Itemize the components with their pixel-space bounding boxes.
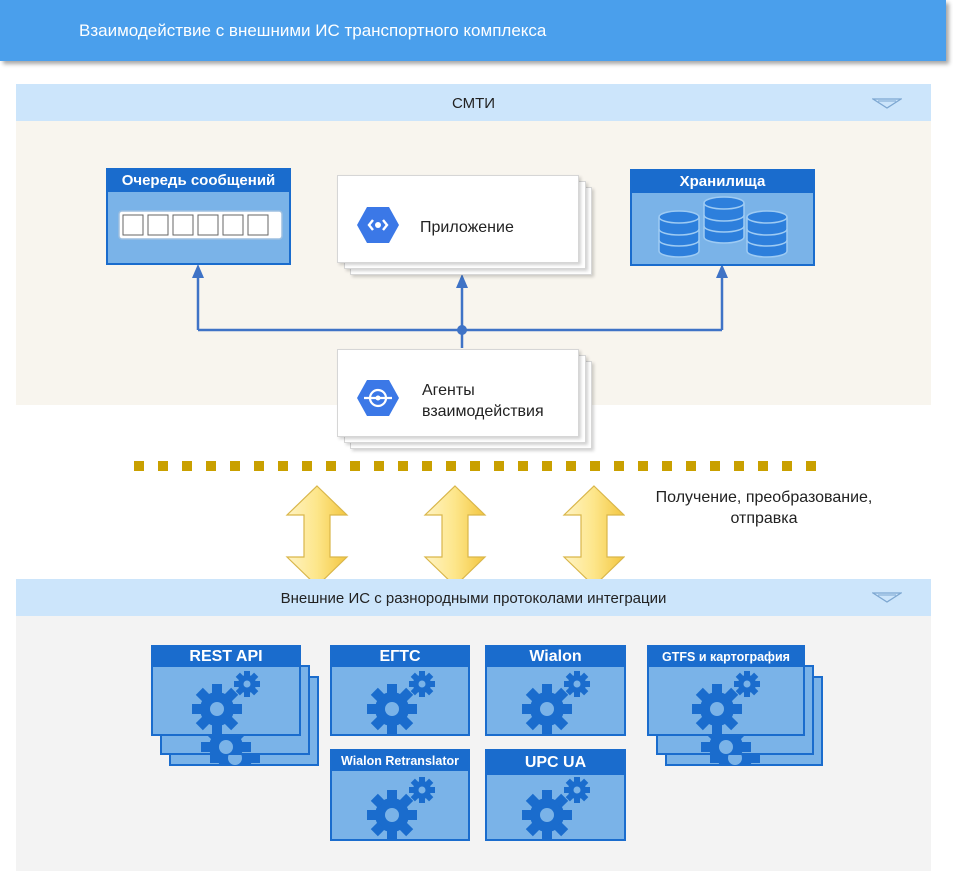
gtfs-title: GTFS и картография	[649, 647, 803, 667]
external-label: Внешние ИС с разнородными протоколами ин…	[280, 590, 667, 607]
gear-icon	[522, 777, 590, 840]
gear-icon	[367, 671, 435, 734]
gear-icon	[367, 777, 435, 840]
agents-label-line2: взаимодействия	[422, 403, 544, 420]
egts-card[interactable]: ЕГТС	[330, 645, 470, 736]
app-label: Приложение	[420, 219, 514, 236]
queue-icon	[118, 210, 283, 240]
agents-card[interactable]: Агенты взаимодействия	[337, 349, 579, 437]
page-title: Взаимодействие с внешними ИС транспортно…	[79, 21, 547, 40]
storage-panel[interactable]: Хранилища	[630, 169, 815, 266]
exchange-arrows	[285, 485, 625, 587]
title-bar	[0, 0, 946, 61]
double-arrow-3	[562, 485, 625, 587]
collapse-triangle-icon[interactable]	[872, 98, 902, 110]
hexagon-app-icon	[357, 207, 399, 243]
rest-api-title: REST API	[153, 647, 299, 667]
egts-title: ЕГТС	[332, 647, 468, 667]
gear-icon	[522, 671, 590, 734]
rest-api-card[interactable]: REST API	[151, 645, 301, 736]
exchange-caption: Получение, преобразование, отправка	[636, 487, 892, 529]
upc-ua-title: UPC UA	[487, 751, 624, 775]
integration-boundary	[134, 461, 820, 471]
collapse-triangle-icon[interactable]	[872, 592, 902, 604]
wialon-retranslator-title: Wialon Retranslator	[332, 751, 468, 771]
wialon-card[interactable]: Wialon	[485, 645, 626, 736]
double-arrow-1	[285, 485, 349, 587]
upc-ua-card[interactable]: UPC UA	[485, 749, 626, 841]
storage-title: Хранилища	[632, 171, 813, 193]
database-icon	[658, 196, 788, 258]
agents-label-line1: Агенты	[422, 382, 475, 399]
gtfs-card[interactable]: GTFS и картография	[647, 645, 805, 736]
hexagon-agent-icon	[357, 380, 399, 416]
message-queue-title: Очередь сообщений	[108, 170, 289, 192]
smti-band[interactable]	[16, 84, 931, 121]
external-band[interactable]	[16, 579, 931, 616]
gear-icon	[192, 671, 260, 734]
app-card[interactable]: Приложение	[337, 175, 579, 263]
message-queue-panel[interactable]: Очередь сообщений	[106, 168, 291, 265]
smti-label: СМТИ	[451, 95, 496, 112]
wialon-retranslator-card[interactable]: Wialon Retranslator	[330, 749, 470, 841]
exchange-line2: отправка	[730, 510, 798, 527]
gear-icon	[692, 671, 760, 734]
exchange-line1: Получение, преобразование,	[655, 489, 873, 506]
double-arrow-2	[423, 485, 487, 587]
wialon-title: Wialon	[487, 647, 624, 667]
